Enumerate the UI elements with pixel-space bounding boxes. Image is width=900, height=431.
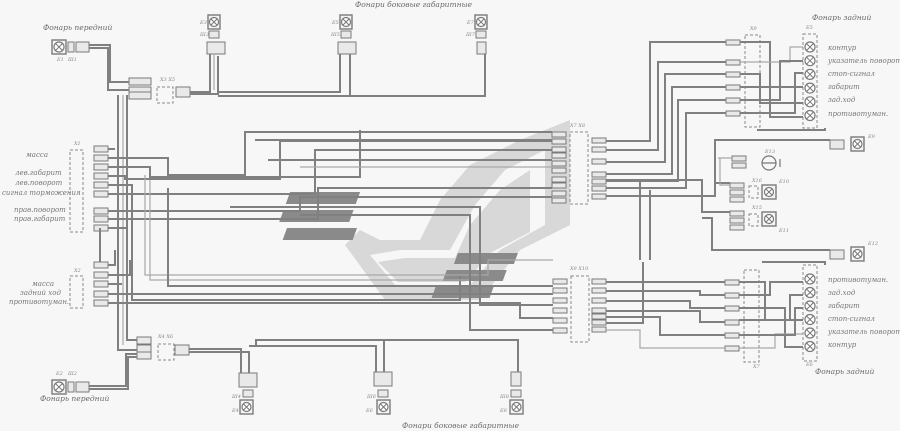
rear-top-bulb-cross [806, 43, 814, 51]
connector-x3-x5: X3 X5 [128, 77, 191, 104]
svg-text:E5: E5 [805, 25, 813, 31]
connector-x1: X1 масса лев.габарит лев.поворот сигнал … [2, 141, 109, 233]
front-lamp-top: E1 Ш1 [51, 39, 90, 63]
rear-bottom-label-4: стоп-сигнал [828, 315, 875, 323]
rear-bottom-bulb-cross [806, 329, 814, 337]
rear-top-bulb-cross [806, 56, 814, 65]
svg-text:E11: E11 [778, 228, 789, 234]
wires [89, 41, 830, 390]
svg-text:Ш4: Ш4 [231, 394, 241, 400]
right-lamps: E9 E13 X16 E10 X15 E11 E12 [729, 134, 878, 262]
rear-bottom-bulb-cross [806, 315, 814, 324]
rear-bottom-bulb-cross [806, 302, 814, 310]
title-side-markers-bottom: Фонари боковые габаритные [402, 421, 520, 430]
side-marker-bottom-1: Ш4 E4 [231, 372, 258, 415]
svg-text:Ш2: Ш2 [67, 371, 77, 377]
connector-x4-x6: X4 X6 [136, 334, 190, 361]
connector-x7: X7 [724, 269, 761, 370]
rear-bottom-bulb-cross [806, 288, 814, 297]
logo-bar-4 [453, 253, 518, 264]
rear-bottom-label-1: противотуман. [828, 276, 888, 284]
side-marker-bottom-2: Ш6 E6 [365, 371, 393, 415]
side-marker-top-2: E5 Ш5 [330, 14, 357, 55]
rear-lamp-bottom: E6 противотуман. зад.ход габарит стоп-си… [802, 264, 900, 368]
rear-top-bulb-cross [806, 70, 814, 79]
x1-label-right-marker: прав.габарит [14, 215, 66, 223]
connector-x9: X9 [725, 26, 761, 128]
svg-text:X9 X10: X9 X10 [569, 266, 589, 272]
title-front-lamp-bottom: Фонарь передний [40, 394, 109, 403]
svg-text:Ш7: Ш7 [465, 32, 476, 38]
x1-label-left-turn: лев.поворот [15, 179, 63, 187]
svg-text:E8: E8 [499, 408, 507, 414]
svg-text:X3 X5: X3 X5 [159, 77, 175, 83]
rear-bottom-label-2: зад.ход [828, 289, 856, 297]
x1-label-left-marker: лев.габарит [15, 169, 62, 177]
logo-bar-3 [282, 228, 358, 240]
svg-text:E7: E7 [466, 20, 475, 26]
rear-top-bulb-cross [806, 97, 814, 106]
title-front-lamp-top: Фонарь передний [43, 23, 112, 32]
title-side-markers-top: Фонари боковые габаритные [355, 0, 473, 9]
svg-text:E12: E12 [867, 241, 878, 247]
svg-text:E5: E5 [331, 20, 339, 26]
rear-top-label-3: стоп-сигнал [828, 70, 875, 78]
svg-text:E9: E9 [867, 134, 876, 140]
svg-text:Ш6: Ш6 [366, 394, 377, 400]
rear-lamp-top: E5 контур указатель поворота стоп-сигнал… [802, 25, 900, 129]
svg-text:X7 X8: X7 X8 [569, 123, 585, 129]
rear-bottom-bulb-cross [806, 342, 814, 351]
title-rear-lamp-top: Фонарь задний [812, 13, 872, 22]
x1-label-right-turn: прав.поворот [14, 206, 66, 214]
svg-text:X16: X16 [751, 178, 763, 184]
side-marker-bottom-3: Ш8 E8 [499, 371, 524, 415]
x1-label-mass: масса [26, 151, 48, 159]
rear-bottom-label-3: габарит [828, 302, 860, 310]
svg-text:E4: E4 [231, 408, 239, 414]
x1-label-brake: сигнал торможения [2, 189, 81, 197]
connector-block [75, 41, 90, 53]
svg-text:X7: X7 [752, 364, 761, 370]
rear-bottom-bulb-cross [806, 275, 814, 283]
connector-x7-x8: X7 X8 [551, 123, 607, 205]
front-lamp-bottom: E2 Ш2 [51, 371, 90, 395]
rear-top-label-5: зад.ход [828, 96, 856, 104]
watermark-logo [279, 120, 570, 300]
rear-top-label-2: указатель поворота [827, 57, 900, 65]
svg-text:E13: E13 [764, 149, 775, 155]
svg-text:Ш3: Ш3 [199, 32, 209, 38]
rear-top-label-6: противотуман. [828, 110, 888, 118]
svg-text:X15: X15 [751, 205, 762, 211]
side-marker-top-3: E7 Ш7 [465, 14, 488, 55]
svg-text:E10: E10 [778, 179, 790, 185]
rear-top-bulb-cross [806, 84, 814, 92]
svg-text:Ш8: Ш8 [499, 394, 509, 400]
connector-x9-x10: X9 X10 [552, 266, 607, 343]
svg-text:X4 X6: X4 X6 [157, 334, 174, 340]
rear-top-label-4: габарит [828, 83, 860, 91]
rear-top-bulb-cross [806, 111, 814, 120]
svg-text:E3: E3 [199, 20, 207, 26]
x2-label-fog: противотуман. [9, 298, 69, 306]
connector-x2: X2 масса задний ход противотуман. [9, 261, 109, 309]
rear-bottom-label-6: контур [828, 341, 857, 349]
logo-bar-6 [431, 287, 494, 298]
svg-text:E1: E1 [56, 57, 64, 63]
title-rear-lamp-bottom: Фонарь задний [815, 367, 875, 376]
side-marker-top-1: E3 Ш3 [199, 14, 226, 55]
svg-text:Ш1: Ш1 [67, 57, 77, 63]
svg-text:E2: E2 [55, 371, 63, 377]
svg-text:E6: E6 [805, 362, 814, 368]
svg-text:X1: X1 [73, 141, 81, 147]
rear-bottom-label-5: указатель поворота [827, 328, 900, 336]
svg-text:X9: X9 [749, 26, 758, 32]
svg-text:E6: E6 [365, 408, 374, 414]
x2-label-mass: масса [32, 280, 54, 288]
rear-top-label-1: контур [828, 44, 857, 52]
svg-text:X2: X2 [73, 268, 81, 274]
x2-label-reverse: задний ход [20, 289, 61, 297]
svg-text:Ш5: Ш5 [330, 32, 340, 38]
